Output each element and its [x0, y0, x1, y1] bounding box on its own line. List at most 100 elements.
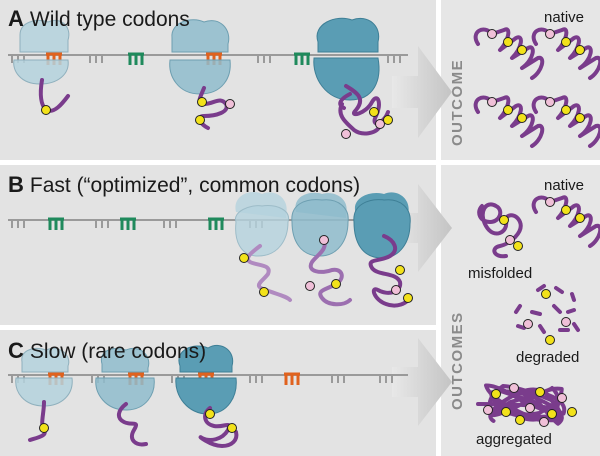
bead-pink	[483, 405, 493, 415]
bead-yellow	[517, 45, 527, 55]
bead-yellow	[561, 205, 571, 215]
bead-pink	[487, 29, 497, 39]
bead-yellow	[503, 105, 513, 115]
bead-pink	[487, 97, 497, 107]
bead-pink	[545, 97, 555, 107]
bead-yellow	[395, 265, 405, 275]
codon-neutral	[331, 375, 345, 383]
outcome-degraded: degraded	[516, 349, 579, 366]
codon-neutral	[11, 220, 25, 228]
bead-yellow	[547, 409, 557, 419]
native-protein	[531, 95, 600, 148]
protein-c2	[117, 402, 148, 447]
ribosome-b1	[234, 192, 292, 302]
outcome-arrow-a	[392, 46, 452, 138]
protein-c3	[198, 406, 239, 449]
outcome-native-b: native	[544, 177, 584, 194]
bead-pink	[319, 235, 329, 245]
native-protein	[473, 95, 545, 148]
bead-yellow	[403, 293, 413, 303]
codon-neutral	[95, 220, 109, 228]
bead-yellow	[499, 215, 509, 225]
panel-a-title: A Wild type codons	[8, 6, 190, 31]
bead-pink	[391, 285, 401, 295]
codon-neutral	[249, 375, 263, 383]
ribosome-a3	[313, 17, 393, 139]
outcome-aggregated: aggregated	[476, 431, 552, 448]
bead-yellow	[561, 105, 571, 115]
bead-yellow	[383, 115, 393, 125]
bead-pink	[539, 417, 549, 427]
misfolded-protein	[477, 202, 523, 259]
bead-yellow	[513, 241, 523, 251]
bead-yellow	[575, 113, 585, 123]
outcome-arrow-b	[392, 184, 452, 272]
panel-b-letter: B	[8, 172, 24, 197]
bead-yellow	[515, 415, 525, 425]
panel-a-letter: A	[8, 6, 24, 31]
codon-rare	[284, 372, 300, 385]
ribosome-c3	[175, 344, 239, 449]
panel-b-heading: Fast (“optimized”, common codons)	[30, 174, 360, 197]
bead-yellow	[491, 389, 501, 399]
bead-yellow	[561, 37, 571, 47]
bead-pink	[525, 403, 535, 413]
bead-yellow	[545, 335, 555, 345]
protein-b2	[308, 236, 352, 307]
ribosome-c1	[15, 348, 73, 442]
ribosome-b2	[291, 192, 352, 307]
codon-neutral	[257, 55, 271, 63]
codon-common	[208, 217, 224, 230]
degraded-protein-fragments	[514, 284, 580, 345]
bead-pink	[523, 319, 533, 329]
protein-b3	[368, 234, 412, 308]
bead-pink	[557, 393, 567, 403]
codon-common	[120, 217, 136, 230]
codon-common	[128, 52, 144, 65]
ribosome-b3	[353, 192, 413, 308]
aggregated-protein	[476, 383, 577, 427]
bead-pink	[509, 383, 519, 393]
outcome-a-background	[441, 0, 600, 160]
bead-yellow	[259, 287, 269, 297]
native-protein	[531, 27, 600, 80]
bead-yellow	[195, 115, 205, 125]
outcome-arrow-c	[392, 338, 452, 426]
bead-pink	[341, 129, 351, 139]
ribosome-a1	[13, 20, 70, 115]
bead-yellow	[227, 423, 237, 433]
bead-pink	[545, 197, 555, 207]
bead-yellow	[575, 45, 585, 55]
bead-pink	[505, 235, 515, 245]
panel-b-title: B Fast (“optimized”, common codons)	[8, 172, 360, 197]
bead-pink	[305, 281, 315, 291]
bead-yellow	[41, 105, 51, 115]
bead-yellow	[501, 407, 511, 417]
codon-common	[48, 217, 64, 230]
codon-neutral	[163, 220, 177, 228]
codon-neutral	[387, 55, 401, 63]
outcome-label-a: OUTCOME	[449, 59, 466, 146]
ribosome-a2	[169, 19, 235, 130]
bead-yellow	[567, 407, 577, 417]
outcome-misfolded: misfolded	[468, 265, 532, 282]
bead-yellow	[205, 409, 215, 419]
native-protein	[531, 195, 600, 248]
bead-pink	[561, 317, 571, 327]
bead-yellow	[503, 37, 513, 47]
bead-yellow	[331, 279, 341, 289]
panel-c-letter: C	[8, 338, 24, 363]
bead-pink	[225, 99, 235, 109]
bead-yellow	[239, 253, 249, 263]
bead-yellow	[517, 113, 527, 123]
outcome-native-a: native	[544, 9, 584, 26]
bead-pink	[545, 29, 555, 39]
bead-yellow	[197, 97, 207, 107]
native-protein	[473, 27, 545, 80]
bead-yellow	[39, 423, 49, 433]
outcome-label-bc: OUTCOMES	[449, 311, 466, 410]
panel-a-heading: Wild type codons	[30, 8, 190, 31]
